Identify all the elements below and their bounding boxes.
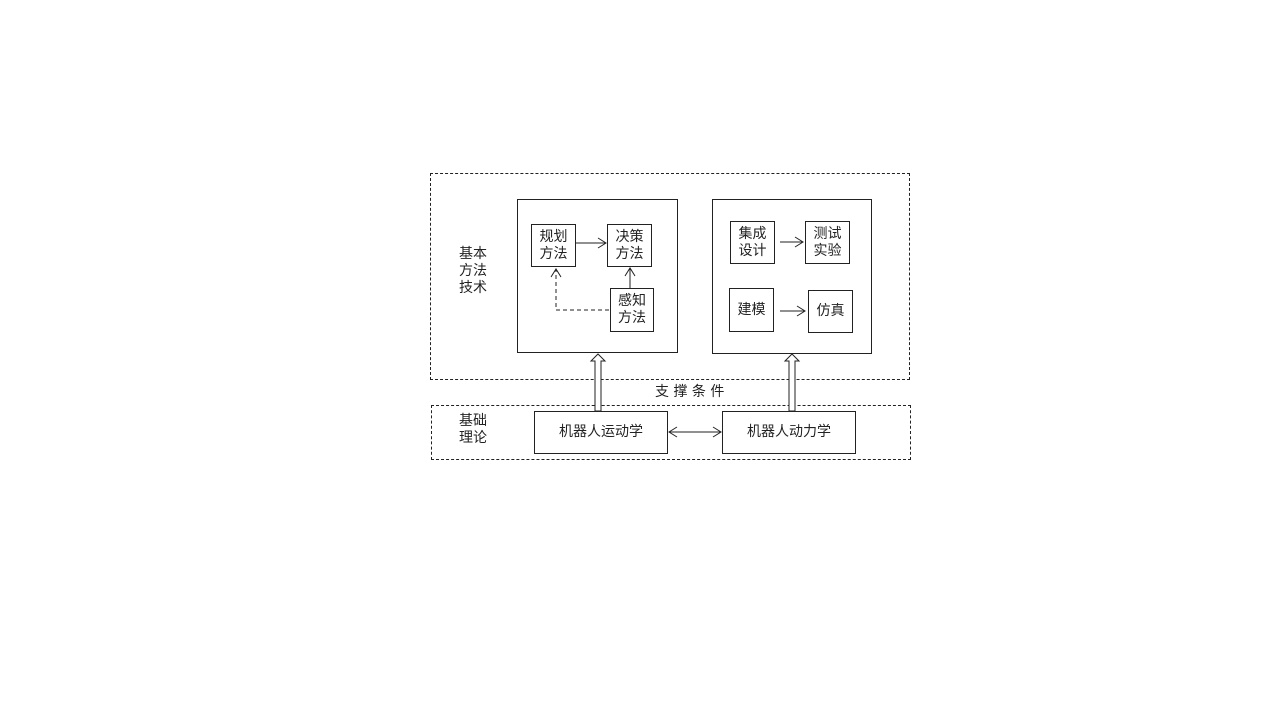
node-modeling: 建模	[729, 288, 774, 332]
node-integrated-design: 集成设计	[730, 221, 775, 264]
node-testing: 测试实验	[805, 221, 850, 264]
support-label: 支 撑 条 件	[655, 384, 725, 400]
text: 设计	[738, 242, 767, 259]
text: 实验	[813, 242, 842, 259]
node-simulation: 仿真	[808, 290, 853, 333]
text: 感知	[618, 293, 646, 309]
theory-group-label: 基础 理论	[459, 413, 487, 447]
text: 测试	[813, 225, 842, 242]
label-line: 技术	[459, 280, 487, 296]
theory-group	[431, 405, 911, 460]
label-line: 基础	[459, 413, 487, 429]
node-decision: 决策方法	[607, 224, 652, 267]
node-planning: 规划方法	[531, 224, 576, 267]
methods-group	[430, 173, 910, 380]
text: 方法	[539, 245, 568, 262]
node-kinematics: 机器人运动学	[534, 411, 668, 454]
text: 规划	[539, 228, 568, 245]
label-line: 理论	[459, 430, 487, 446]
node-perception: 感知方法	[610, 288, 654, 332]
text: 集成	[738, 225, 767, 242]
node-dynamics: 机器人动力学	[722, 411, 856, 454]
text: 决策	[615, 228, 644, 245]
label-line: 基本	[459, 246, 487, 262]
label-line: 方法	[459, 263, 487, 279]
text: 方法	[615, 245, 644, 262]
text: 方法	[618, 310, 646, 326]
methods-group-label: 基本 方法 技术	[459, 246, 487, 297]
